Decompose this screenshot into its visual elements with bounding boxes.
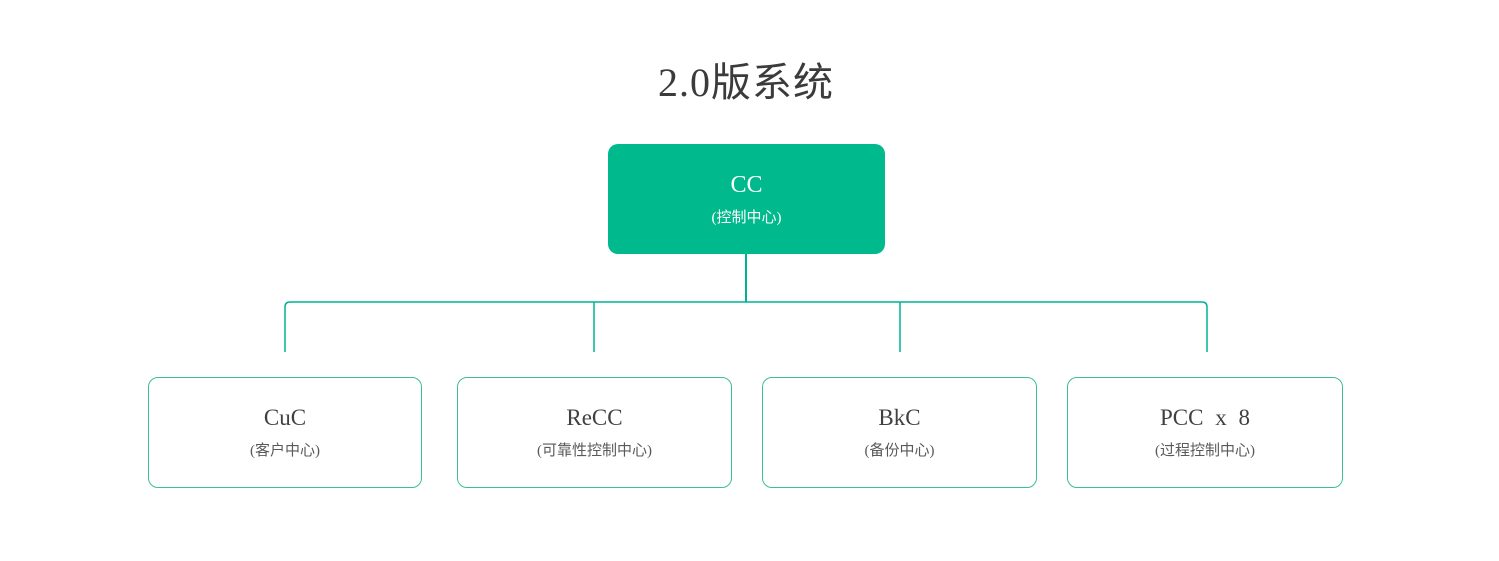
node-bkc-subtitle: (备份中心) <box>864 443 935 459</box>
node-recc-title: ReCC <box>566 405 623 430</box>
diagram-title: 2.0版系统 <box>658 60 834 105</box>
node-cuc: CuC (客户中心) <box>148 377 422 488</box>
node-pcc: PCC x 8 (过程控制中心) <box>1067 377 1343 488</box>
node-bkc-title: BkC <box>878 405 921 430</box>
node-bkc: BkC (备份中心) <box>762 377 1037 488</box>
connector-rail <box>284 301 1208 352</box>
node-pcc-title: PCC x 8 <box>1160 405 1250 430</box>
node-recc: ReCC (可靠性控制中心) <box>457 377 732 488</box>
node-cuc-subtitle: (客户中心) <box>250 443 320 459</box>
node-cuc-title: CuC <box>263 405 307 430</box>
node-recc-subtitle: (可靠性控制中心) <box>537 443 652 459</box>
node-pcc-subtitle: (过程控制中心) <box>1155 443 1255 459</box>
node-cc: CC (控制中心) <box>608 144 885 254</box>
node-cc-subtitle: (控制中心) <box>711 209 782 226</box>
node-cc-title: CC <box>730 171 763 198</box>
